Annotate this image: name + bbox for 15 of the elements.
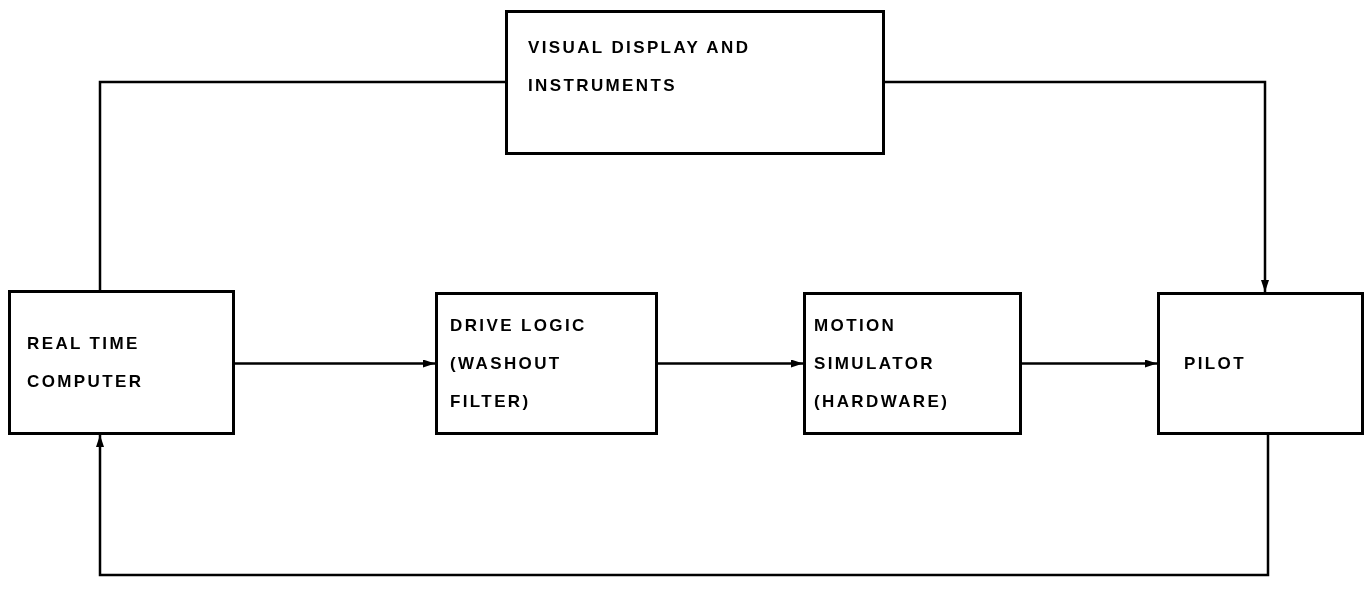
arrow [885,80,1269,292]
process-box [1157,292,1364,435]
process-box [505,10,885,155]
box-label: PILOT [1184,352,1247,375]
process-box [435,292,658,435]
process-box [803,292,1022,435]
process-box [8,290,235,435]
box-label: MOTION SIMULATOR (HARDWARE) [814,314,951,413]
arrow [96,435,1270,577]
box-label: VISUAL DISPLAY AND INSTRUMENTS [528,37,752,97]
box-label: DRIVE LOGIC (WASHOUT FILTER) [450,314,588,413]
arrow [658,359,803,368]
arrow [1022,359,1157,368]
box-label: REAL TIME COMPUTER [27,332,145,393]
arrow [235,359,435,368]
